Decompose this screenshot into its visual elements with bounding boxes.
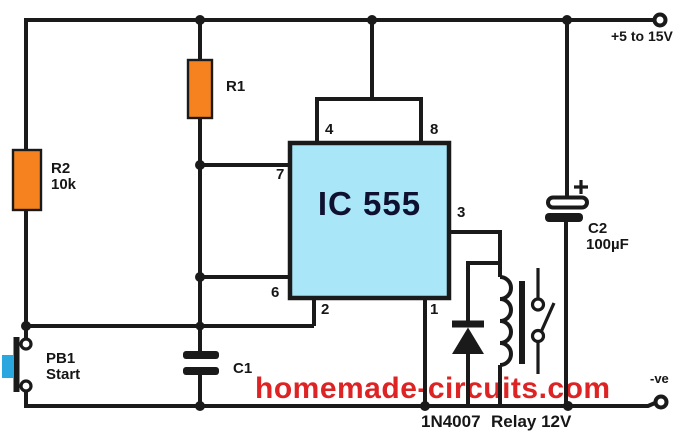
- junction-dot: [195, 401, 205, 411]
- junction-dot: [420, 401, 430, 411]
- junction-dot: [563, 401, 573, 411]
- junction-dot: [195, 15, 205, 25]
- junction-dot: [195, 321, 205, 331]
- ic555-label: IC 555: [317, 185, 422, 222]
- pin-3-label: 3: [457, 204, 466, 221]
- ic555-body: [287, 140, 452, 301]
- junction-dot: [21, 321, 31, 331]
- relay-contact-bottom-terminal: [530, 328, 546, 344]
- diode-triangle: [452, 327, 484, 354]
- r2-label: R2: [51, 160, 71, 177]
- junction-dot: [195, 272, 205, 282]
- diode-branch-wire: [466, 261, 500, 321]
- pb1-label: PB1: [46, 350, 76, 367]
- negative-supply-label: -ve: [650, 371, 669, 386]
- junction-dot: [562, 15, 572, 25]
- diode-part-label: 1N4007: [421, 412, 481, 431]
- pb1-action-label: Start: [46, 366, 81, 383]
- c2-label: C2: [588, 220, 608, 237]
- relay-core-bar: [519, 281, 525, 364]
- relay-coil: [499, 275, 513, 367]
- pb1-plate: [13, 337, 20, 392]
- diode-cathode-bar: [452, 320, 484, 328]
- pb1-button: [2, 355, 14, 378]
- c2-value-label: 100µF: [586, 236, 629, 253]
- relay-part-label: Relay 12V: [491, 412, 572, 431]
- r1-label: R1: [226, 78, 246, 95]
- junction-dot: [195, 160, 205, 170]
- c2-plus-sign: [574, 180, 588, 194]
- resistor-r1: [186, 58, 214, 120]
- r2-value-label: 10k: [51, 176, 77, 193]
- junction-dot: [367, 15, 377, 25]
- capacitor-c2-top-plate: [546, 195, 589, 210]
- capacitor-c1-bottom-plate: [183, 367, 219, 375]
- pin-1-label: 1: [430, 301, 439, 318]
- pin4-pin8-bridge-wire: [315, 97, 423, 143]
- pin-6-label: 6: [271, 284, 280, 301]
- watermark-text: homemade-circuits.com: [255, 372, 611, 405]
- bottom-rail-wire: [24, 391, 656, 408]
- pin3-wire: [449, 230, 502, 277]
- pb1-bottom-contact: [19, 379, 33, 393]
- resistor-r2: [11, 148, 43, 212]
- top-rail-wire: [24, 18, 653, 150]
- capacitor-c1-top-plate: [183, 351, 219, 359]
- relay-contact-arm: [540, 302, 556, 332]
- c1-label: C1: [233, 360, 253, 377]
- pin-8-label: 8: [430, 121, 439, 138]
- pin-2-label: 2: [321, 301, 330, 318]
- negative-terminal: [653, 394, 669, 410]
- pin-4-label: 4: [325, 121, 334, 138]
- pb1-top-contact: [19, 337, 33, 351]
- relay-contact-top-terminal: [530, 297, 546, 312]
- pin-7-label: 7: [276, 166, 285, 183]
- positive-terminal: [652, 12, 668, 28]
- positive-supply-label: +5 to 15V: [611, 28, 673, 44]
- capacitor-c2-bottom-plate: [545, 213, 583, 222]
